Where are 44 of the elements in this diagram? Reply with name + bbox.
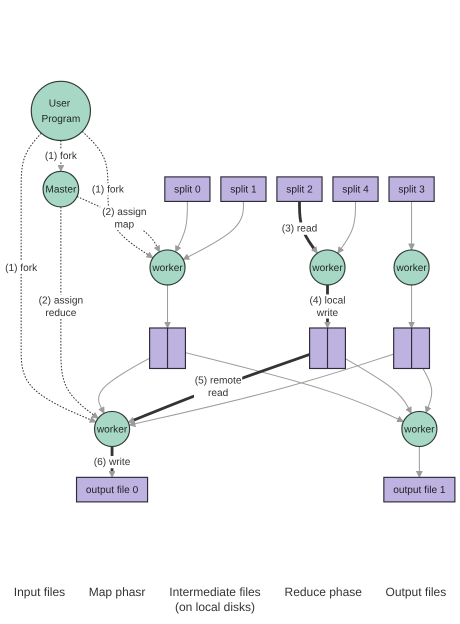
node-circle: worker: [149, 249, 186, 286]
arrow: [185, 352, 404, 422]
phase-label: Intermediate files (on local disks): [168, 585, 261, 614]
arrow: [408, 201, 415, 250]
node-box: split 4: [332, 176, 379, 202]
node-box: split 3: [388, 176, 435, 202]
arrow: [60, 206, 98, 419]
arrow: [175, 201, 188, 252]
node-circle: worker: [401, 410, 438, 448]
arrow: [182, 201, 244, 260]
arrow: [337, 201, 356, 254]
arrow: [128, 354, 394, 428]
node-circle: worker: [393, 249, 430, 286]
phase-label: Reduce phase: [284, 585, 362, 600]
node-circle: worker: [309, 249, 346, 286]
node-box: split 2: [276, 176, 323, 202]
phase-label: Output files: [386, 585, 446, 600]
edge-label: (6) write: [94, 456, 130, 468]
arrow: [76, 196, 160, 252]
node-circle: Master: [42, 170, 80, 208]
edge-label: (1) fork: [92, 183, 124, 195]
edge-label: (5) remote read: [194, 374, 242, 398]
phase-label: Map phasr: [88, 585, 146, 600]
edge-label: (1) fork: [5, 261, 38, 274]
arrow: [164, 285, 171, 328]
edge-label: (4) local write: [309, 294, 346, 318]
edge-label: (2) assign map: [102, 206, 147, 230]
arrow: [345, 358, 412, 414]
node-box: split 1: [220, 176, 267, 202]
arrow: [416, 446, 423, 478]
phase-label: Input files: [14, 585, 66, 600]
arrow: [20, 132, 96, 423]
node-box: split 0: [164, 176, 211, 202]
arrow: [408, 285, 415, 328]
edge-label: (3) read: [282, 222, 318, 234]
node-box: output file 0: [76, 476, 148, 502]
arrow: [422, 368, 432, 414]
arrow: [128, 353, 310, 424]
edge-label: (2) assign reduce: [38, 294, 84, 318]
node-circle: worker: [94, 410, 130, 448]
edge-label: (1) fork: [44, 150, 77, 162]
arrow: [98, 358, 150, 414]
node-circle: User Program: [30, 80, 92, 142]
node-box: output file 1: [383, 476, 456, 502]
